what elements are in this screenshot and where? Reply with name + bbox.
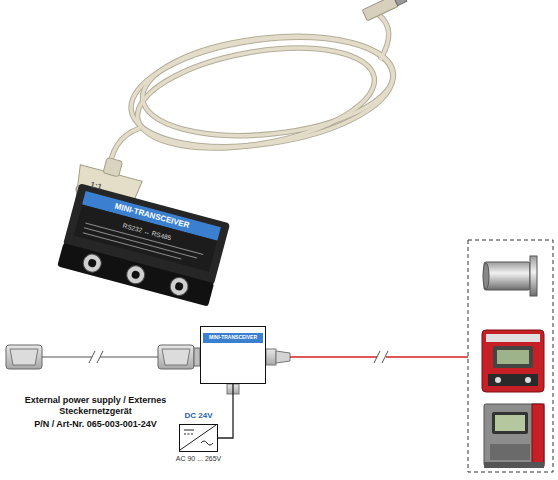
serial-cable (42, 351, 158, 363)
device-label: MINI-TRANSCEIVER (203, 333, 263, 343)
voltage-label: DC 24V (168, 411, 229, 420)
rs485-cable (290, 356, 468, 358)
part-number: P/N / Art-Nr. 065-003-001-24V (13, 419, 178, 430)
power-wire (218, 384, 233, 438)
transceiver-photo (57, 183, 230, 306)
voltage-label: AC 90 ... 265V (164, 455, 233, 463)
cable-break (374, 351, 388, 363)
rs485-plug (266, 349, 290, 365)
cable-end-plug (362, 0, 407, 21)
power-supply-symbol (180, 425, 216, 450)
power-supply-note: External power supply / Externes Stecker… (18, 395, 173, 417)
power-supply-box: DC 24VAC 90 ... 265V (179, 424, 218, 452)
digital-level (482, 330, 544, 392)
inclinometer (484, 404, 544, 468)
transceiver-box: MINI-TRANSCEIVER (200, 326, 266, 384)
device-group (468, 240, 553, 472)
db9-connector (6, 345, 200, 369)
cable-coil (108, 14, 400, 178)
sensor-cylinder (483, 256, 537, 296)
